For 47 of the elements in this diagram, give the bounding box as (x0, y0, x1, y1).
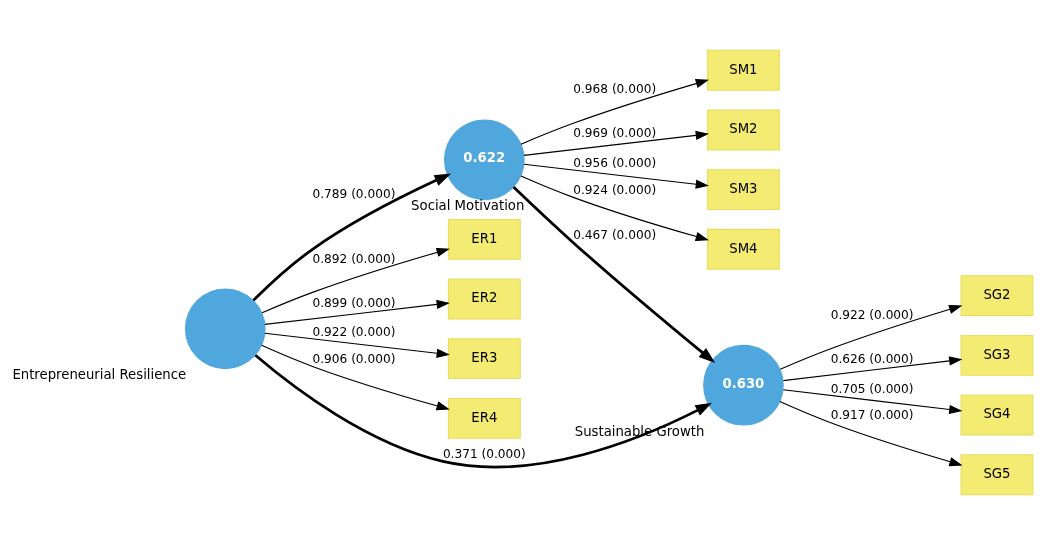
arrow (782, 388, 963, 414)
edge-label: 0.467 (0.000) (573, 227, 657, 242)
arrow (254, 353, 712, 468)
edge-label: 0.969 (0.000) (573, 125, 657, 140)
arrow (264, 332, 450, 358)
node-box: SM3 (706, 168, 780, 210)
arrow (779, 304, 963, 370)
arrow (261, 247, 450, 313)
node-label: Social Motivation (411, 197, 525, 213)
arrow (520, 174, 709, 241)
node-circle: 0.622 (444, 119, 525, 200)
node-box: SM2 (706, 109, 780, 150)
node-box: ER3 (447, 337, 521, 379)
node-box: SG2 (960, 274, 1034, 316)
arrow (523, 163, 709, 189)
edge-label: 0.922 (0.000) (312, 324, 396, 339)
node-circle: 0.630 (703, 344, 784, 426)
node-box: SG4 (960, 394, 1034, 435)
node-box: SG5 (960, 453, 1034, 495)
node-circle (184, 288, 266, 369)
arrow (523, 130, 709, 156)
arrow (779, 400, 963, 466)
edge-label: 0.626 (0.000) (830, 351, 914, 366)
node-box: ER4 (447, 397, 521, 439)
arrow (261, 344, 450, 410)
edge-label: 0.892 (0.000) (312, 251, 396, 266)
edge-label: 0.924 (0.000) (573, 182, 657, 197)
node-box: SM1 (706, 49, 780, 91)
arrow (264, 299, 450, 325)
edge-label: 0.917 (0.000) (830, 407, 914, 422)
edge-label: 0.922 (0.000) (830, 307, 914, 322)
edge-label: 0.968 (0.000) (573, 81, 657, 96)
node-box: SG3 (960, 334, 1034, 376)
edge-label: 0.789 (0.000) (312, 186, 396, 201)
edge-label: 0.705 (0.000) (830, 381, 914, 396)
node-box: ER1 (447, 218, 521, 260)
arrow (782, 355, 963, 381)
edge-label: 0.956 (0.000) (573, 155, 657, 170)
edge-label: 0.371 (0.000) (442, 446, 526, 461)
edge-label: 0.906 (0.000) (312, 351, 396, 366)
arrow (512, 185, 716, 363)
edge-label: 0.899 (0.000) (312, 295, 396, 310)
arrow (252, 173, 452, 301)
arrow (520, 78, 709, 145)
node-box: ER2 (447, 278, 521, 319)
node-box: SM4 (706, 228, 780, 270)
node-label: Entrepreneurial Resilience (12, 366, 187, 382)
